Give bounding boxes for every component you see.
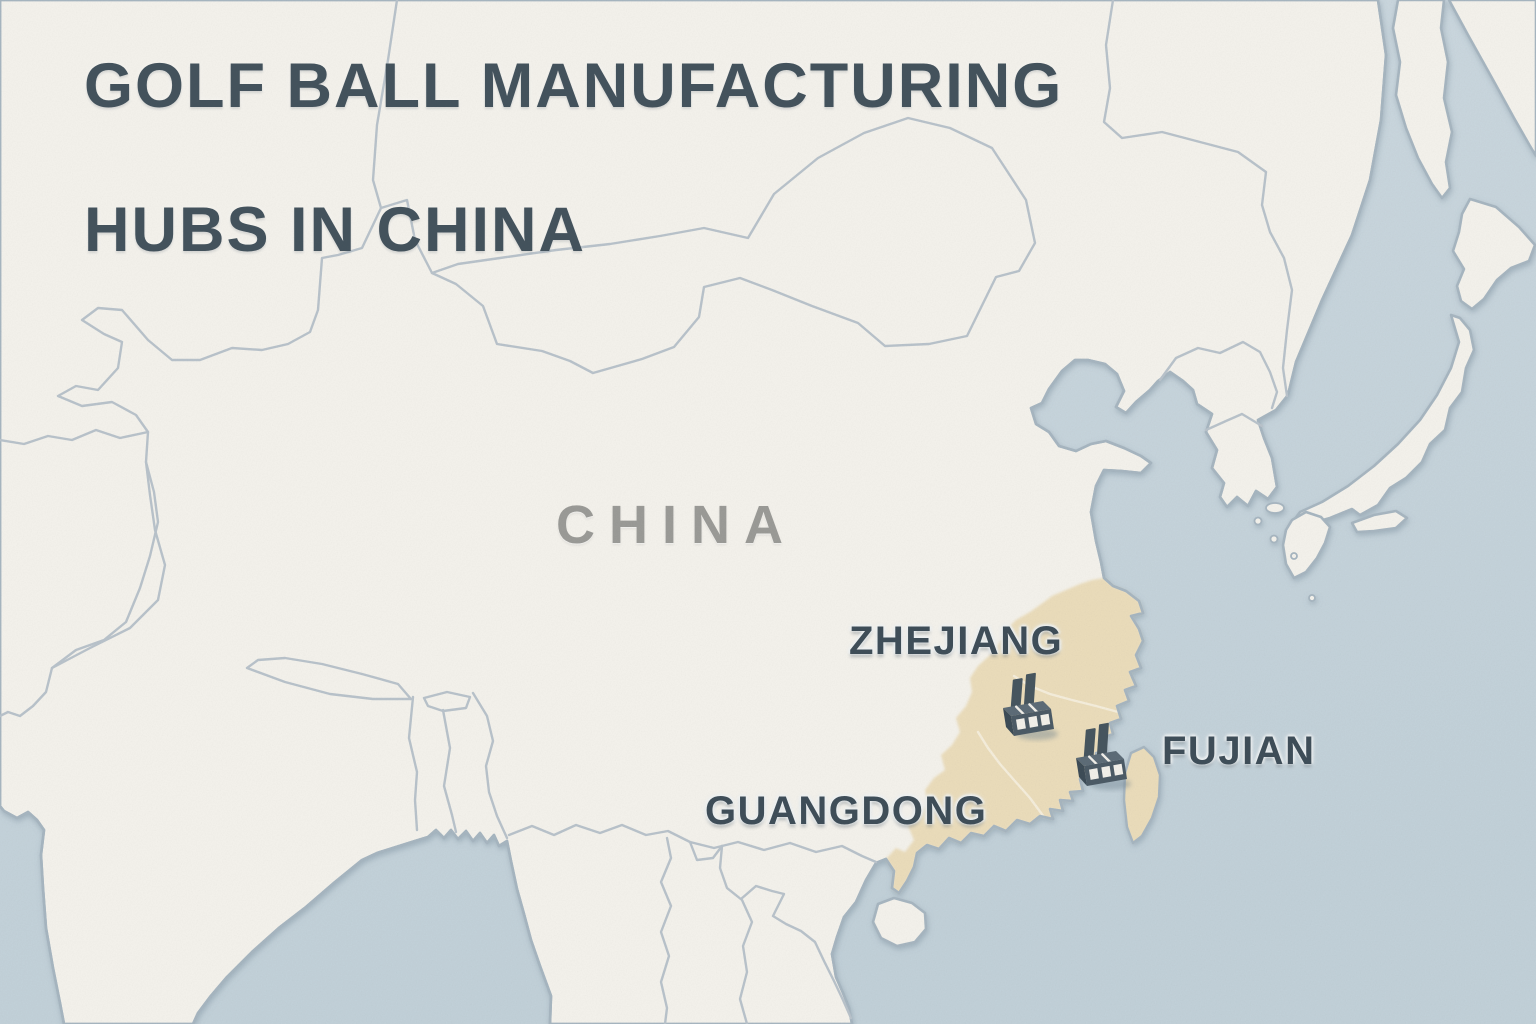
country-label-china: CHINA [556,495,797,555]
region-label-guangdong: GUANGDONG [705,789,988,833]
page-title-line1: GOLF BALL MANUFACTURING [84,51,1064,121]
region-label-fujian: FUJIAN [1162,729,1316,773]
small-island [1308,594,1316,602]
page-title-line2: HUBS IN CHINA [84,195,587,265]
jeju-island [1265,502,1285,514]
factory-icon [1003,672,1058,740]
small-island [1290,552,1298,560]
page-title: GOLF BALL MANUFACTURING HUBS IN CHINA [84,50,1063,266]
small-island [1253,516,1263,526]
factory-icon [1076,722,1131,790]
small-island [1269,534,1279,544]
region-label-zhejiang: ZHEJIANG [849,619,1064,663]
